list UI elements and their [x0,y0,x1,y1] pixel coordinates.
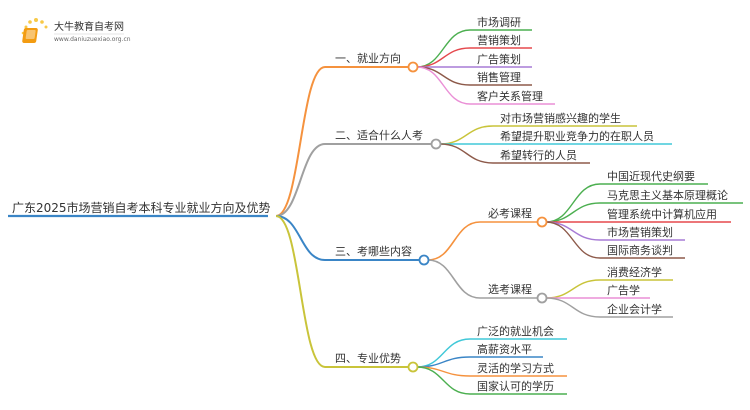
group-node[interactable]: 必考课程 [488,207,532,220]
branch-collapse-toggle[interactable] [430,138,442,150]
leaf-node[interactable]: 国际商务谈判 [607,243,673,257]
leaf-node[interactable]: 希望转行的人员 [500,148,577,162]
branch-link [275,215,326,261]
branch-collapse-toggle[interactable] [407,61,419,73]
branch-link [275,143,326,217]
leaf-link [545,297,601,318]
leaf-link [416,338,471,368]
branch-node[interactable]: 三、考哪些内容 [335,244,412,258]
leaf-node[interactable]: 市场营销策划 [607,225,673,239]
branch-link [275,215,326,368]
leaf-node[interactable]: 企业会计学 [607,302,662,316]
branch-node[interactable]: 二、适合什么人考 [335,128,423,142]
group-collapse-toggle[interactable] [536,216,548,228]
leaf-node[interactable]: 广告学 [607,283,640,297]
leaf-node[interactable]: 马克思主义基本原理概论 [607,188,728,202]
group-collapse-toggle[interactable] [536,292,548,304]
leaf-node[interactable]: 广告策划 [477,52,521,66]
leaf-link [439,125,494,145]
leaf-link [416,47,471,68]
branch-node[interactable]: 四、专业优势 [335,351,401,365]
leaf-link [545,221,601,241]
branch-link [275,66,326,217]
book-icon [21,18,48,43]
leaf-node[interactable]: 客户关系管理 [477,89,543,103]
branch-collapse-toggle[interactable] [407,361,419,373]
group-link [427,221,481,261]
leaf-node[interactable]: 灵活的学习方式 [477,361,554,375]
leaf-link [416,66,471,86]
leaf-node[interactable]: 广泛的就业机会 [477,324,554,338]
leaf-node[interactable]: 中国近现代史纲要 [607,170,695,183]
leaf-link [416,366,471,395]
leaf-node[interactable]: 营销策划 [477,33,521,47]
leaf-node[interactable]: 希望提升职业竞争力的在职人员 [500,129,654,143]
root-node[interactable]: 广东2025市场营销自考本科专业就业方向及优势 [12,200,271,215]
branch-collapse-toggle[interactable] [418,254,430,266]
group-node[interactable]: 选考课程 [488,283,532,296]
leaf-node[interactable]: 高薪资水平 [477,342,532,356]
logo: 大牛教育自考网 www.daniuzuexiao.org.cn [21,18,131,43]
leaf-node[interactable]: 对市场营销感兴趣的学生 [500,111,621,125]
branch-node[interactable]: 一、就业方向 [335,51,401,65]
leaf-node[interactable]: 国家认可的学历 [477,379,554,393]
leaf-link [439,143,494,164]
leaf-node[interactable]: 管理系统中计算机应用 [607,207,717,221]
leaf-node[interactable]: 市场调研 [477,15,521,29]
leaf-link [416,66,471,105]
leaf-link [545,202,601,223]
leaf-link [545,221,601,259]
leaf-link [545,279,601,299]
logo-name: 大牛教育自考网 [54,20,124,33]
leaf-node[interactable]: 销售管理 [477,70,521,84]
leaf-node[interactable]: 消费经济学 [607,265,662,279]
group-link [427,259,481,299]
logo-url: www.daniuzuexiao.org.cn [54,36,131,43]
